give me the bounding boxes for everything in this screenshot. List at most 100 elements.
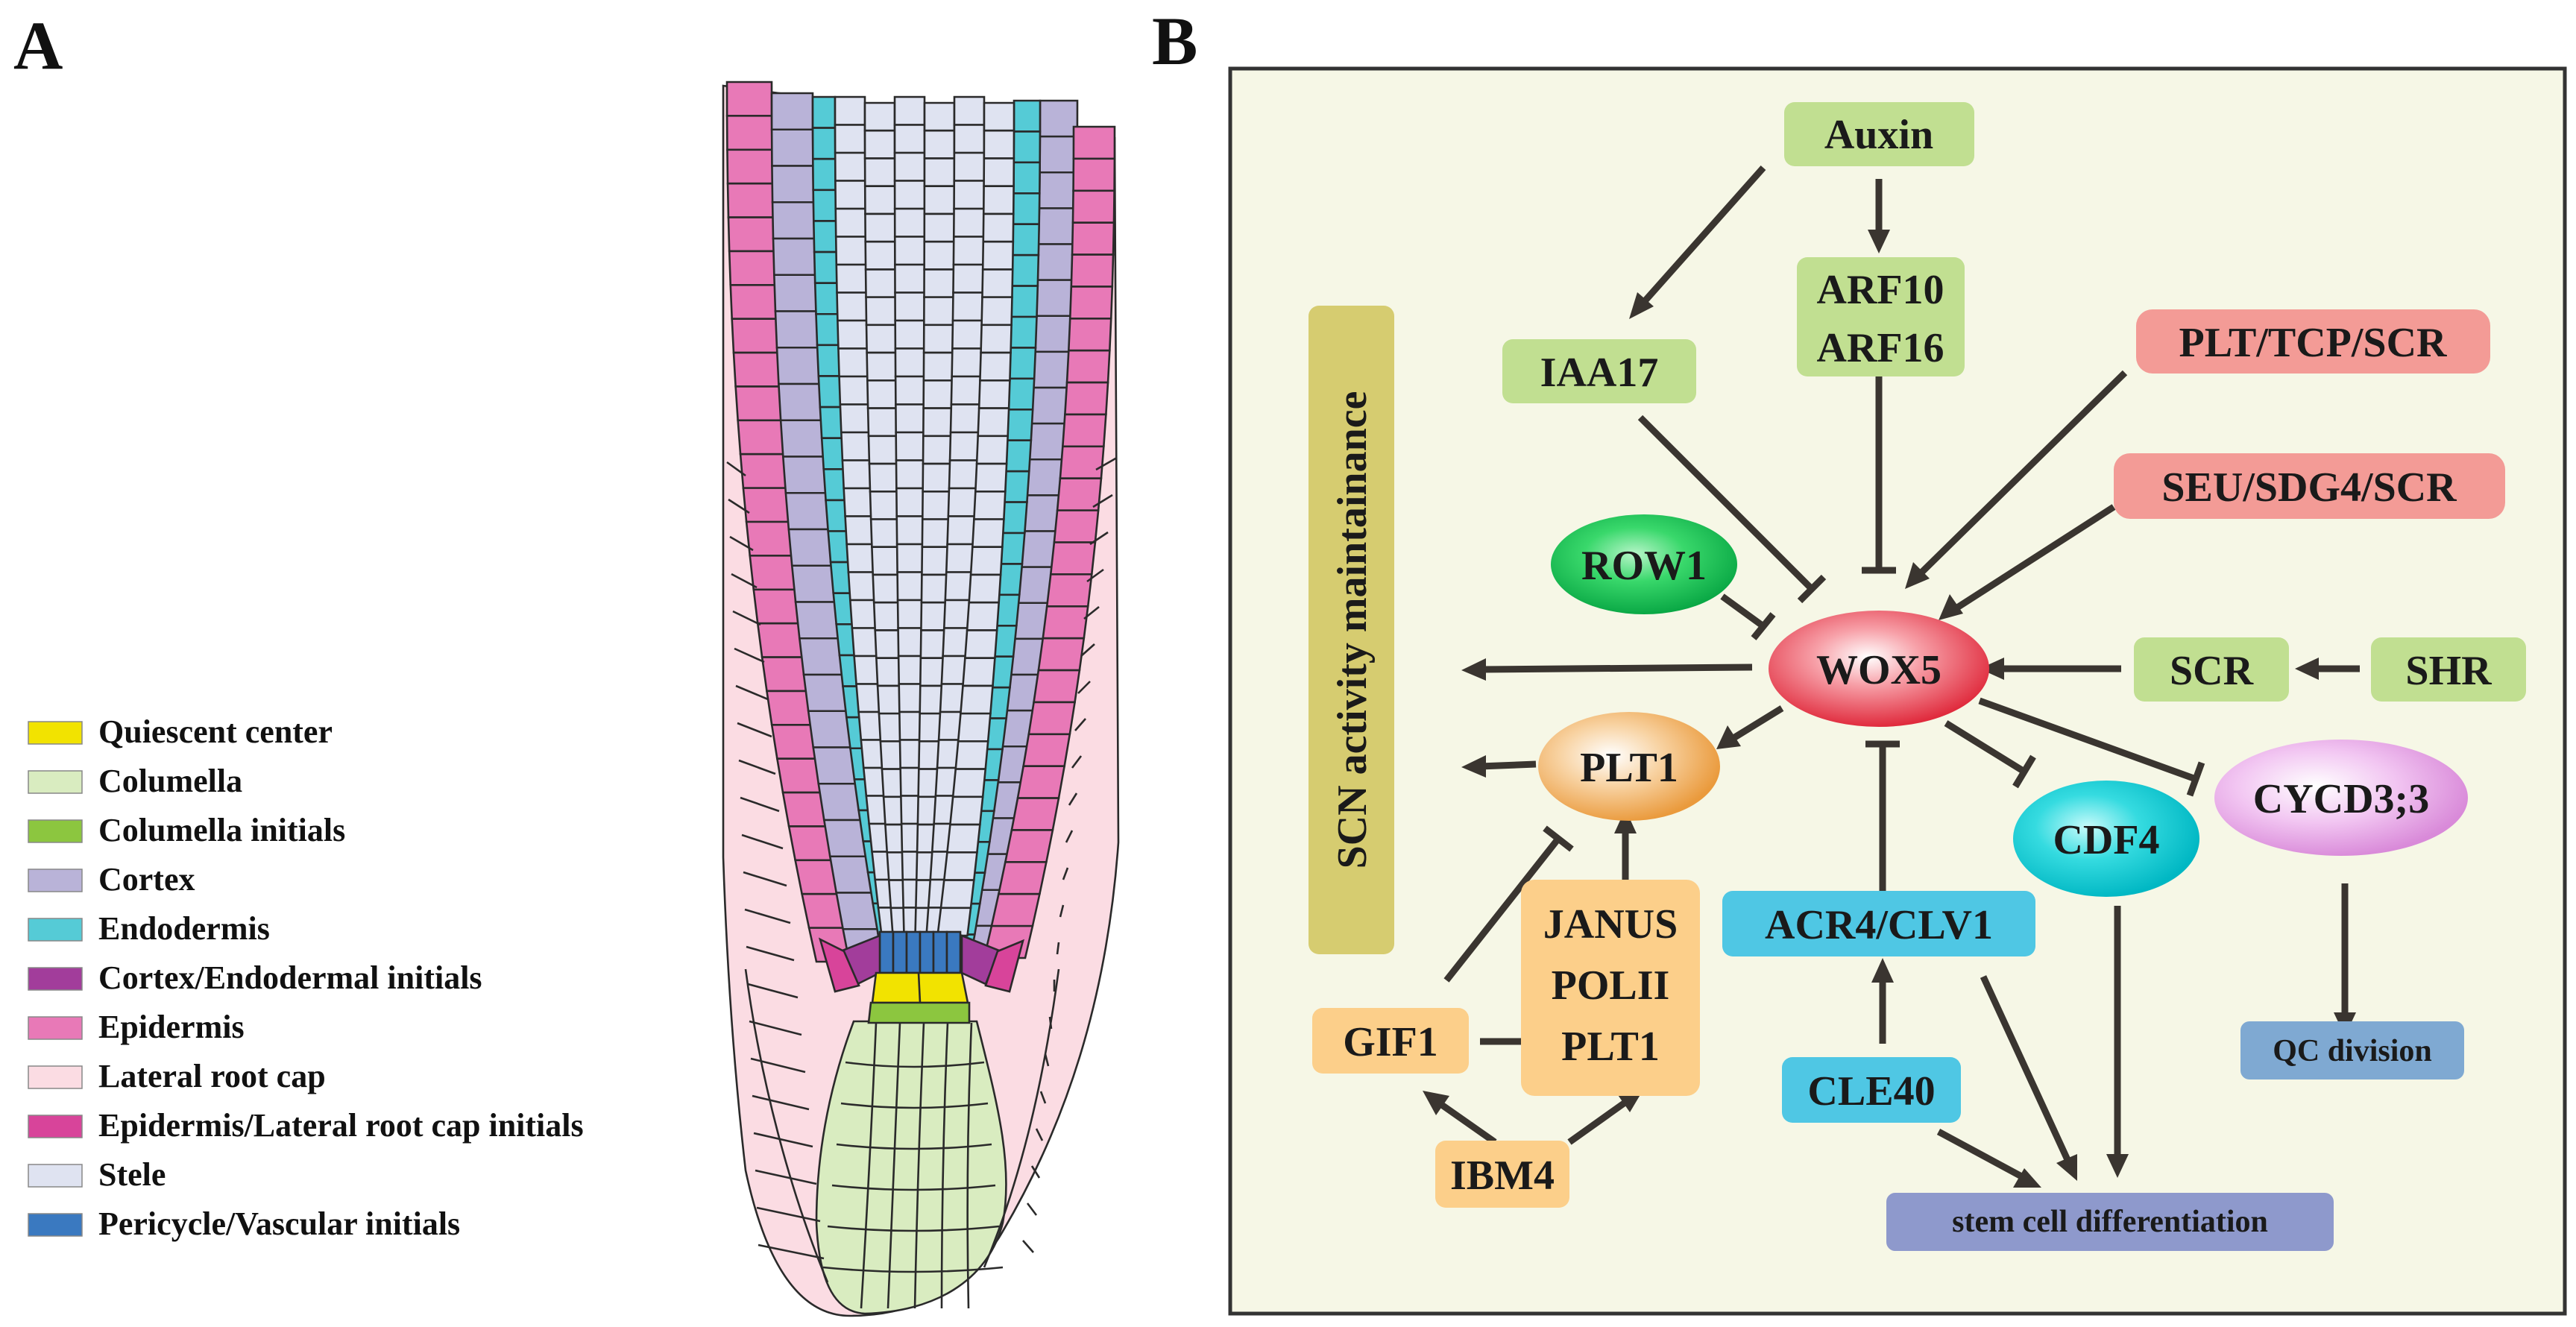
cell-wall: [913, 1022, 925, 1309]
stele-cell: [867, 435, 901, 465]
vascular-initial-cell: [945, 930, 962, 974]
edge-wox5-cdf4: [1944, 720, 2027, 775]
stele-cell: [894, 319, 927, 350]
epidermis-cell: [1071, 221, 1115, 256]
cell-wall: [827, 1225, 1000, 1232]
node-janus: JANUS: [1543, 901, 1678, 948]
node-seu-box: [2114, 453, 2505, 519]
stele-cell: [923, 296, 955, 327]
cell-wall: [1071, 755, 1083, 769]
node-stem-cell-differentiation: stem cell differentiation: [1952, 1205, 2268, 1239]
cell-wall: [887, 1022, 901, 1309]
stele-cell: [894, 347, 927, 378]
cell-wall: [1077, 681, 1091, 694]
node-scn: SCN activity maintainance: [1329, 391, 1376, 869]
edge-auxin-iaa17: [1641, 166, 1766, 304]
epidermis-cell: [726, 148, 774, 185]
stele-cell: [893, 180, 926, 210]
panel-b-label: B: [1152, 3, 1197, 79]
stele-cell: [895, 459, 928, 490]
stele-cell: [983, 157, 1015, 187]
endodermis-cell: [1012, 192, 1041, 226]
epidermis-cell: [1063, 381, 1109, 416]
epidermis-cell: [734, 385, 784, 422]
cell-wall: [845, 1061, 985, 1068]
edge-wox5-scn: [1479, 664, 1753, 673]
edge-iaa17-wox5: [1637, 415, 1815, 592]
epidermis-cell: [1010, 797, 1060, 831]
stele-cell: [963, 629, 998, 659]
stele-cell: [835, 263, 868, 294]
endodermis-cell: [1007, 347, 1037, 380]
cell-wall: [1089, 531, 1109, 546]
stele-cell: [893, 95, 926, 126]
vascular-initial-cell: [892, 930, 908, 974]
stele-cell: [969, 546, 1004, 576]
cell-wall: [731, 573, 758, 589]
stele-cell: [968, 573, 1002, 604]
cortex-cell: [771, 165, 815, 204]
endodermis-cell: [1010, 285, 1039, 318]
node-arf-box: [1797, 257, 1965, 376]
stele-cell: [977, 407, 1010, 438]
cell-wall: [734, 647, 765, 664]
stele-cell: [922, 435, 954, 465]
legend-swatch: [28, 1016, 83, 1040]
stele-cell: [863, 129, 896, 160]
stele-cell: [866, 351, 898, 382]
stele-cell: [923, 212, 956, 243]
epidermis-cell: [737, 419, 787, 456]
epidermis-cell: [990, 892, 1041, 927]
cell-wall: [743, 871, 787, 887]
endodermis-cell: [1008, 315, 1038, 349]
stele-cell: [864, 240, 897, 271]
node-plt-tcp-scr: PLT/TCP/SCR: [2179, 320, 2447, 366]
stele-cell: [922, 379, 955, 409]
cell-wall: [746, 945, 795, 962]
legend-label: Quiescent center: [98, 713, 333, 750]
epidermis-cell: [1072, 125, 1116, 160]
endodermis-cell: [815, 312, 841, 347]
legend-swatch: [28, 721, 83, 745]
node-arf10: ARF10: [1816, 267, 1944, 313]
stele-cell: [953, 151, 986, 182]
edge-wox5-plt1: [1731, 705, 1784, 741]
cell-wall: [983, 968, 1060, 1268]
epidermis-cell: [742, 487, 793, 523]
node-plt1: PLT1: [1580, 745, 1678, 791]
node-wox5: WOX5: [1816, 647, 1942, 693]
node-shr: SHR: [2405, 648, 2492, 694]
node-plt1-b: PLT1: [1561, 1024, 1660, 1070]
endodermis-cell: [1011, 223, 1041, 256]
stele-cell: [864, 212, 897, 243]
stele-cell: [971, 518, 1005, 549]
cell-wall: [1086, 568, 1104, 583]
arrowhead: [2295, 658, 2319, 680]
stele-cell: [980, 296, 1013, 327]
cell-wall: [917, 972, 922, 1003]
arrowhead: [2106, 1154, 2129, 1178]
stele-cell: [952, 263, 985, 294]
epidermis-cell: [725, 81, 773, 117]
endodermis-cell: [811, 95, 837, 129]
stele-cell: [839, 403, 872, 434]
vascular-initial-cell: [878, 930, 895, 974]
endodermis-cell: [813, 250, 839, 284]
node-gif1: GIF1: [1343, 1019, 1438, 1065]
arrowhead: [1461, 658, 1486, 681]
node-auxin: Auxin: [1824, 112, 1933, 158]
cell-wall: [1062, 867, 1069, 880]
arrowhead: [1980, 658, 2004, 680]
arrowhead: [2056, 1154, 2077, 1181]
inhibit-bar: [1797, 574, 1827, 604]
stele-cell: [922, 324, 955, 354]
stele-cell: [939, 879, 975, 910]
node-iaa17: IAA17: [1540, 350, 1659, 396]
node-ibm4: IBM4: [1450, 1153, 1555, 1199]
node-auxin-box: [1784, 102, 1974, 166]
cell-wall: [729, 535, 754, 552]
cell-wall: [836, 1143, 992, 1150]
cortex-cell: [787, 528, 834, 567]
stele-cell: [838, 375, 872, 406]
stele-cell: [953, 95, 986, 126]
